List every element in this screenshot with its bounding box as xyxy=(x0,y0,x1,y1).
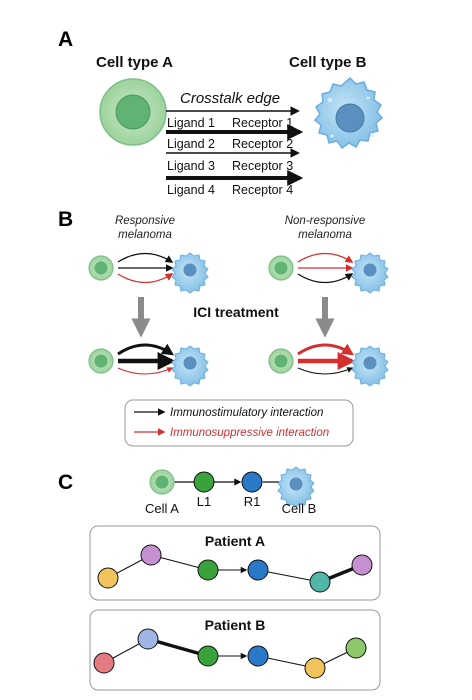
r1-node-label: R1 xyxy=(244,494,261,509)
responsive-before xyxy=(88,252,209,294)
cell-type-b-label: Cell type B xyxy=(289,54,367,71)
r1-node xyxy=(241,471,263,493)
l1-node-label: L1 xyxy=(197,494,211,509)
receptor-4: Receptor 4 xyxy=(232,183,293,197)
legend-stim-label: Immunostimulatory interaction xyxy=(170,407,323,419)
cell-type-a-label: Cell type A xyxy=(96,54,173,71)
cell-b-icon xyxy=(313,76,384,150)
cell-b-node-label: Cell B xyxy=(282,501,317,516)
patient-a-title: Patient A xyxy=(205,533,265,549)
ici-treatment-label: ICI treatment xyxy=(193,304,279,320)
panel-a-letter: A xyxy=(58,28,73,51)
path-schematic xyxy=(149,466,315,508)
non-responsive-after xyxy=(268,343,389,387)
ligand-4: Ligand 4 xyxy=(167,183,215,197)
l1-node xyxy=(193,471,215,493)
non-responsive-label-line2: melanoma xyxy=(298,229,352,241)
legend-supp-label: Immunosuppressive interaction xyxy=(170,427,329,439)
responsive-label-line2: melanoma xyxy=(118,229,172,241)
patient-a-box: Patient A xyxy=(89,525,381,601)
responsive-label-line1: Responsive xyxy=(115,215,175,227)
panel-c-letter: C xyxy=(58,471,73,494)
patient-b-title: Patient B xyxy=(205,617,266,633)
ligand-3: Ligand 3 xyxy=(167,159,215,173)
ligand-1: Ligand 1 xyxy=(167,116,215,130)
non-responsive-before xyxy=(268,252,389,294)
interaction-legend: Immunostimulatory interaction Immunosupp… xyxy=(124,399,354,447)
ligand-receptor-arrows xyxy=(166,106,304,186)
non-responsive-label-line1: Non-responsive xyxy=(285,215,366,227)
cell-a-node-label: Cell A xyxy=(145,501,179,516)
receptor-1: Receptor 1 xyxy=(232,116,293,130)
patient-b-box: Patient B xyxy=(89,609,381,691)
receptor-3: Receptor 3 xyxy=(232,159,293,173)
cell-a-icon xyxy=(99,78,167,146)
receptor-2: Receptor 2 xyxy=(232,137,293,151)
panel-b-letter: B xyxy=(58,208,73,231)
crosstalk-edge-label: Crosstalk edge xyxy=(180,90,280,107)
responsive-after xyxy=(88,343,209,387)
ligand-2: Ligand 2 xyxy=(167,137,215,151)
